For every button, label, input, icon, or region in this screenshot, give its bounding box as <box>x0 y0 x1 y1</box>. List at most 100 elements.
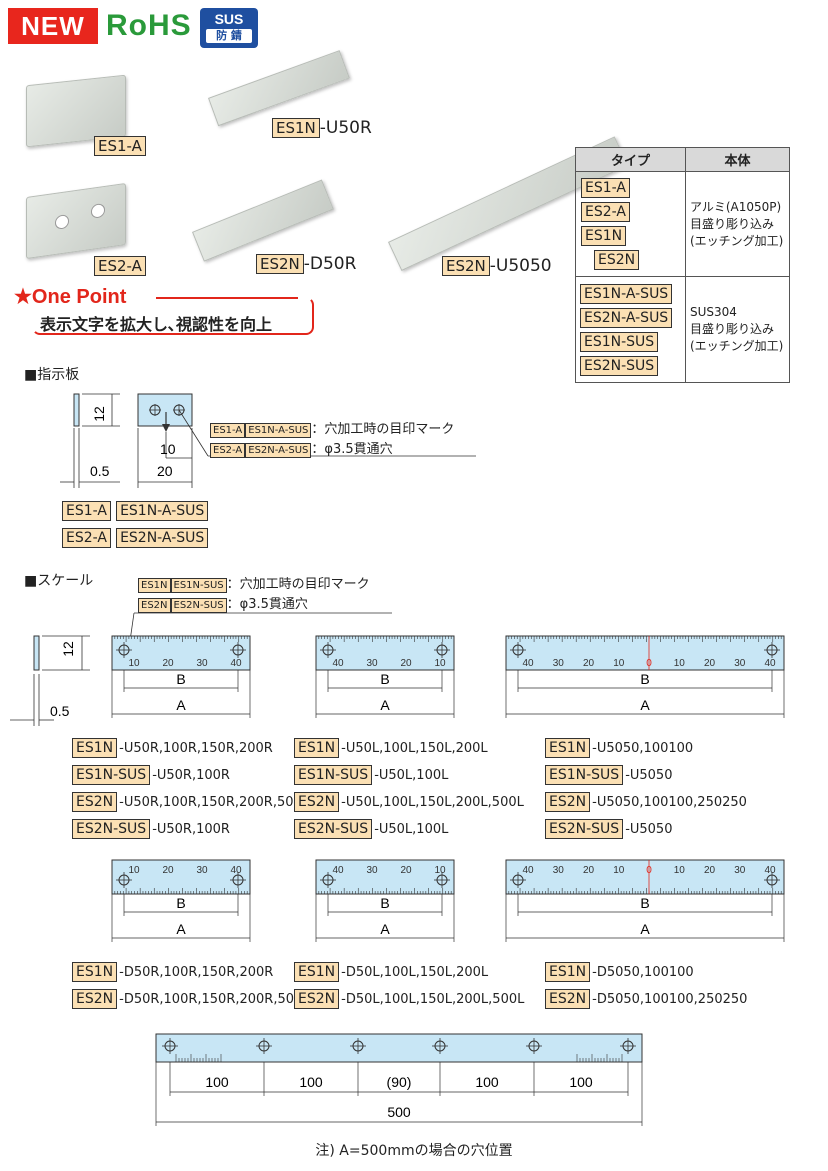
scale-hole-right <box>434 872 450 888</box>
dim-a-label: A <box>640 921 650 937</box>
spec-type-es1n: ES1N <box>581 226 627 246</box>
es2n-d50r-code: ES2N <box>256 254 304 274</box>
indicator-model-es1a: ES1-A <box>62 501 111 521</box>
scale-hole-left <box>320 642 336 658</box>
model-variants: -D5050,100100,250250 <box>592 992 748 1007</box>
scale-body <box>315 635 455 671</box>
spec-body-2-line1: SUS304 <box>690 305 737 319</box>
spec-body-2-line2: 目盛り彫り込み <box>690 322 775 336</box>
scale-hole-left <box>116 642 132 658</box>
scale-body <box>505 635 785 671</box>
spec-type-es1n-sus: ES1N-SUS <box>580 331 659 352</box>
scale-tick-label: 30 <box>734 658 746 669</box>
scale-hole-right <box>764 872 780 888</box>
indicator-model-es2a: ES2-A <box>62 528 111 548</box>
scale-heading: ■スケール <box>24 573 94 589</box>
scale-hole-left <box>116 872 132 888</box>
scale-tick-label: 20 <box>583 865 595 876</box>
indicator-models: ES1-A ES1N-A-SUS ES2-A ES2N-A-SUS <box>62 500 209 548</box>
dim-b-label: B <box>640 895 649 911</box>
scale-tick-label: 40 <box>332 658 344 669</box>
scale-tick-label: 20 <box>583 658 595 669</box>
model-code: ES2N <box>545 792 591 812</box>
long-scale-hole <box>432 1038 448 1054</box>
indicator-model-es2n-a-sus: ES2N-A-SUS <box>116 528 209 548</box>
indicator-heading: ■指示板 <box>24 367 80 383</box>
long-scale-dim: (90) <box>387 1074 412 1090</box>
scale-tick-label: 40 <box>230 658 242 669</box>
scale-legend-2-tag-1: ES2N <box>138 598 171 613</box>
dim-b-label: B <box>640 671 649 687</box>
spec-body-1-line2: 目盛り彫り込み <box>690 216 775 231</box>
scale-tick-label: 20 <box>162 865 174 876</box>
scale-tick-label: 30 <box>553 658 565 669</box>
scale-tick-label: 20 <box>162 658 174 669</box>
model-variants: -U50R,100R <box>152 768 230 783</box>
scale-tick-label: 30 <box>553 865 565 876</box>
model-row: ES2N-U50R,100R,150R,200R,500R <box>72 792 311 813</box>
model-code: ES2N <box>294 792 340 812</box>
model-code: ES1N <box>545 962 591 982</box>
new-badge: NEW <box>8 8 98 44</box>
scale-tick-label: 10 <box>434 658 446 669</box>
model-code: ES1N <box>545 738 591 758</box>
es2a-photo <box>26 182 126 260</box>
scale-legend-leader <box>129 612 392 645</box>
model-code: ES1N <box>72 962 118 982</box>
model-row: ES1N-SUS-U50R,100R <box>72 765 311 786</box>
spec-table: タイプ 本体 ES1-AES2-A ES1NES2N アルミ(A1050P) 目… <box>575 147 790 383</box>
dim-b-label: B <box>176 895 185 911</box>
es1n-u50r-code: ES1N <box>272 118 320 138</box>
model-row: ES1N-D5050,100100 <box>545 962 747 983</box>
scale-tick-label: 10 <box>674 658 686 669</box>
scale-tick-label: 40 <box>764 658 776 669</box>
indicator-dim-05: 0.5 <box>90 463 110 479</box>
spec-type-es2n-a-sus: ES2N-A-SUS <box>580 307 673 328</box>
es2n-u5050-suffix: -U5050 <box>489 256 552 276</box>
scale-tick-label: 20 <box>704 658 716 669</box>
scale-legend-2-tag-2: ES2N-SUS <box>170 598 227 613</box>
indicator-legend-1-text: ：穴加工時の目印マーク <box>311 422 455 437</box>
model-code: ES1N-SUS <box>545 765 624 785</box>
indicator-drawing: 12 0.5 10 20 <box>60 393 476 488</box>
es2n-d50r-suffix: -D50R <box>303 254 357 274</box>
es2n-d50r-photo <box>192 179 334 262</box>
long-scale-dim: 100 <box>569 1074 593 1090</box>
scale-dim-05: 0.5 <box>50 703 70 719</box>
model-row: ES1N-SUS-U50L,100L <box>294 765 524 786</box>
dim-a-label: A <box>380 697 390 713</box>
spec-col-body: 本体 <box>685 147 790 172</box>
es2n-u5050-code: ES2N <box>442 256 490 276</box>
model-variants: -U50R,100R,150R,200R <box>119 741 273 756</box>
dim-b-label: B <box>380 895 389 911</box>
scale-body <box>315 859 455 895</box>
model-variants: -U5050,100100 <box>592 741 694 756</box>
model-variants: -U50L,100L <box>374 822 449 837</box>
dim-b-label: B <box>176 671 185 687</box>
long-scale-total: 500 <box>387 1104 411 1120</box>
long-scale-hole <box>526 1038 542 1054</box>
scale-tick-label: 10 <box>674 865 686 876</box>
scale-tick-label: 10 <box>613 658 625 669</box>
model-row: ES2N-D50L,100L,150L,200L,500L <box>294 989 524 1010</box>
model-variants: -U5050 <box>625 768 673 783</box>
scale-tick-label: 30 <box>366 658 378 669</box>
sus-badge: SUS 防 錆 <box>200 8 258 48</box>
scale-hole-right <box>764 642 780 658</box>
spec-type-es2a: ES2-A <box>581 202 630 222</box>
sus-badge-top: SUS <box>214 11 244 27</box>
scale-dim-12: 12 <box>60 641 76 657</box>
long-scale-dim: 100 <box>299 1074 323 1090</box>
model-variants: -U50L,100L <box>374 768 449 783</box>
sus-badge-bottom: 防 錆 <box>206 29 252 43</box>
scale-tick-label: 20 <box>704 865 716 876</box>
es1n-u50r-photo <box>208 50 350 127</box>
model-row: ES1N-D50L,100L,150L,200L <box>294 962 524 983</box>
model-code: ES2N-SUS <box>72 819 151 839</box>
